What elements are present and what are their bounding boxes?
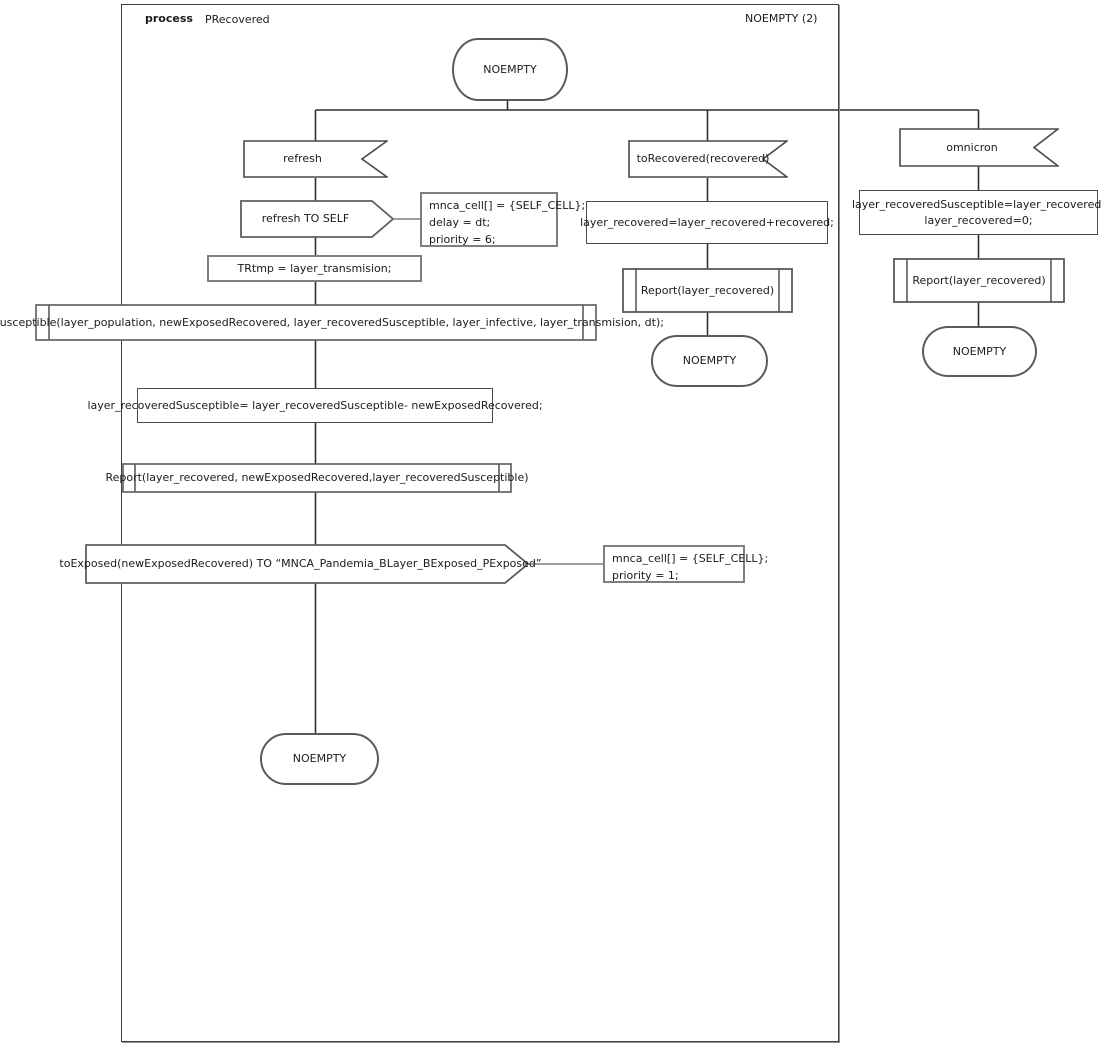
state-end-left[interactable]: NOEMPTY [260, 733, 379, 785]
state-header-label: NOEMPTY (2) [745, 12, 818, 25]
task-label: layer_recoveredSusceptible= layer_recove… [87, 398, 543, 412]
comment-line: priority = 1; [612, 569, 679, 582]
output-refresh-to-self[interactable]: refresh TO SELF [240, 200, 395, 238]
procedure-report-right[interactable]: Report(layer_recovered) [893, 258, 1065, 303]
task-line: layer_recovered=0; [924, 213, 1033, 227]
comment-toexposed[interactable]: mnca_cell[] = {SELF_CELL}; priority = 1; [603, 545, 769, 583]
output-signal-shape [240, 200, 395, 238]
procedure-label: Report(layer_recovered) [640, 283, 775, 297]
task-update-omnicron[interactable]: layer_recoveredSusceptible=layer_recover… [852, 190, 1101, 235]
input-label: refresh [283, 152, 322, 166]
procedure-call-shape [622, 268, 793, 313]
output-label: toExposed(newExposedRecovered) TO “MNCA_… [59, 557, 542, 571]
state-label: NOEMPTY [952, 344, 1007, 358]
procedure-numsusceptible[interactable]: numSusceptible(layer_population, newExpo… [0, 304, 664, 341]
comment-line: priority = 6; [429, 233, 496, 246]
output-label: refresh TO SELF [261, 212, 350, 226]
output-toexposed[interactable]: toExposed(newExposedRecovered) TO “MNCA_… [59, 544, 542, 584]
state-end-right[interactable]: NOEMPTY [922, 326, 1037, 377]
comment-line: delay = dt; [429, 216, 491, 229]
input-refresh[interactable]: refresh [243, 140, 388, 178]
process-keyword-label: process [145, 12, 193, 25]
process-name-label: PRecovered [205, 13, 270, 26]
procedure-label: numSusceptible(layer_population, newExpo… [0, 315, 664, 329]
comment-line: mnca_cell[] = {SELF_CELL}; [612, 552, 769, 565]
input-torecovered[interactable]: toRecovered(recovered) [628, 140, 788, 178]
comment-line: mnca_cell[] = {SELF_CELL}; [429, 199, 586, 212]
task-update-recovered-susceptible[interactable]: layer_recoveredSusceptible= layer_recove… [87, 388, 543, 423]
input-signal-shape [628, 140, 788, 178]
output-signal-shape [85, 544, 530, 584]
task-update-layer-recovered[interactable]: layer_recovered=layer_recovered+recovere… [580, 201, 834, 244]
process-frame [121, 4, 839, 1042]
task-label: TRtmp = layer_transmision; [237, 261, 392, 275]
input-label: toRecovered(recovered) [636, 152, 770, 166]
procedure-call-shape [893, 258, 1065, 303]
input-label: omnicron [946, 140, 998, 154]
procedure-report-middle[interactable]: Report(layer_recovered) [622, 268, 793, 313]
state-start-noempty[interactable]: NOEMPTY [452, 38, 568, 101]
input-signal-shape [243, 140, 388, 178]
task-line: layer_recoveredSusceptible=layer_recover… [851, 197, 1101, 211]
procedure-report-left[interactable]: Report(layer_recovered, newExposedRecove… [105, 463, 529, 493]
state-label: NOEMPTY [292, 752, 347, 766]
comment-refresh-to-self[interactable]: mnca_cell[] = {SELF_CELL}; delay = dt; p… [420, 192, 586, 247]
procedure-call-shape [35, 304, 597, 341]
task-label: layer_recovered=layer_recovered+recovere… [580, 215, 834, 229]
state-label: NOEMPTY [483, 62, 537, 76]
state-end-middle[interactable]: NOEMPTY [651, 335, 768, 387]
task-trtmp[interactable]: TRtmp = layer_transmision; [207, 255, 422, 282]
procedure-call-shape [122, 463, 512, 493]
state-label: NOEMPTY [682, 354, 737, 368]
input-signal-shape [899, 128, 1059, 167]
procedure-label: Report(layer_recovered, newExposedRecove… [105, 471, 529, 485]
input-omnicron[interactable]: omnicron [899, 128, 1059, 167]
procedure-label: Report(layer_recovered) [912, 273, 1046, 287]
